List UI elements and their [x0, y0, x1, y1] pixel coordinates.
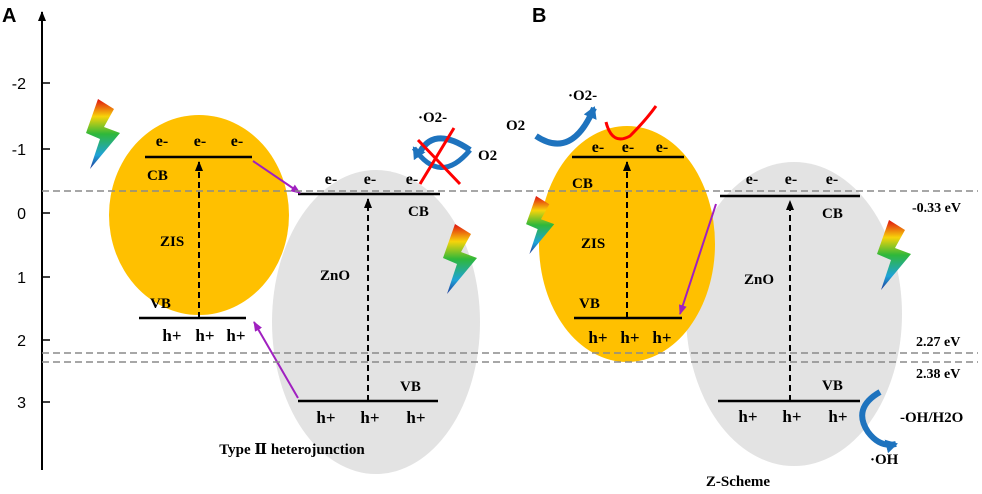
tick-label: 1 [17, 270, 26, 287]
zno-ellipse-b [686, 162, 902, 466]
hole-label: h+ [652, 328, 671, 347]
electron-label: e- [406, 171, 418, 188]
electron-label: e- [364, 171, 376, 188]
tick-label: 3 [17, 395, 26, 412]
hole-label: h+ [195, 326, 214, 345]
tick-label: 2 [17, 333, 26, 350]
electron-label: e- [592, 139, 604, 156]
zis-cb-label-a: CB [147, 168, 168, 184]
hole-label: h+ [360, 408, 379, 427]
tick-label: 0 [17, 206, 26, 223]
superoxide-label-a: ·O2- [418, 110, 447, 126]
zno-name-b: ZnO [744, 272, 774, 288]
panel-label-b: B [532, 5, 546, 27]
tick-label: -1 [12, 142, 26, 159]
z-scheme-transfer-arrow [678, 203, 717, 315]
axis-ticks: -2 -1 0 1 2 3 [12, 76, 50, 412]
electron-label: e- [194, 133, 206, 150]
panel-label-a: A [2, 5, 16, 27]
hole-label: h+ [406, 408, 425, 427]
electron-label: e- [826, 171, 838, 188]
caption-z-scheme: Z-Scheme [706, 474, 770, 490]
caption-type2: Type Ⅱ heterojunction [219, 442, 365, 458]
hole-label: h+ [738, 407, 757, 426]
hole-label: h+ [828, 407, 847, 426]
potential-label: -0.33 eV [912, 201, 961, 216]
check-mark-b [604, 105, 658, 141]
electron-label: e- [785, 171, 797, 188]
electron-label: e- [656, 139, 668, 156]
zno-cb-label-b: CB [822, 206, 843, 222]
oxygen-label-b: O2 [506, 118, 525, 134]
zno-vb-label-a: VB [400, 379, 421, 395]
electron-label: e- [746, 171, 758, 188]
o2-reduction-arrow-a [411, 146, 472, 170]
zno-name-a: ZnO [320, 268, 350, 284]
hole-label: h+ [782, 407, 801, 426]
zis-vb-label-b: VB [579, 296, 600, 312]
cross-mark-a [416, 138, 462, 186]
tick-label: -2 [12, 76, 26, 93]
electron-transfer-arrow-a [252, 160, 301, 194]
superoxide-label-b: ·O2- [568, 88, 597, 104]
zno-vb-label-b: VB [822, 378, 843, 394]
hydroxide-label: -OH/H2O [900, 410, 963, 426]
zno-cb-label-a: CB [408, 204, 429, 220]
o2-reduction-arrow-b [534, 106, 597, 147]
hydroxyl-label: ·OH [870, 452, 899, 468]
electron-label: e- [325, 171, 337, 188]
light-bolt-icon [86, 99, 120, 169]
hole-transfer-arrow-a [253, 321, 299, 399]
electron-label: e- [231, 133, 243, 150]
zno-ellipse-a [272, 170, 480, 474]
hole-label: h+ [162, 326, 181, 345]
potential-label: 2.27 eV [916, 335, 960, 350]
zis-vb-label-a: VB [150, 296, 171, 312]
hole-label: h+ [588, 328, 607, 347]
oh-oxidation-arrow-b [859, 389, 898, 454]
hole-label: h+ [316, 408, 335, 427]
oxygen-label-a: O2 [478, 148, 497, 164]
zis-name-a: ZIS [160, 234, 184, 250]
zis-name-b: ZIS [581, 236, 605, 252]
cross-mark-a [418, 127, 456, 185]
electron-label: e- [622, 139, 634, 156]
hole-label: h+ [620, 328, 639, 347]
zis-cb-label-b: CB [572, 176, 593, 192]
potential-label: 2.38 eV [916, 367, 960, 382]
hole-label: h+ [226, 326, 245, 345]
electron-label: e- [156, 133, 168, 150]
